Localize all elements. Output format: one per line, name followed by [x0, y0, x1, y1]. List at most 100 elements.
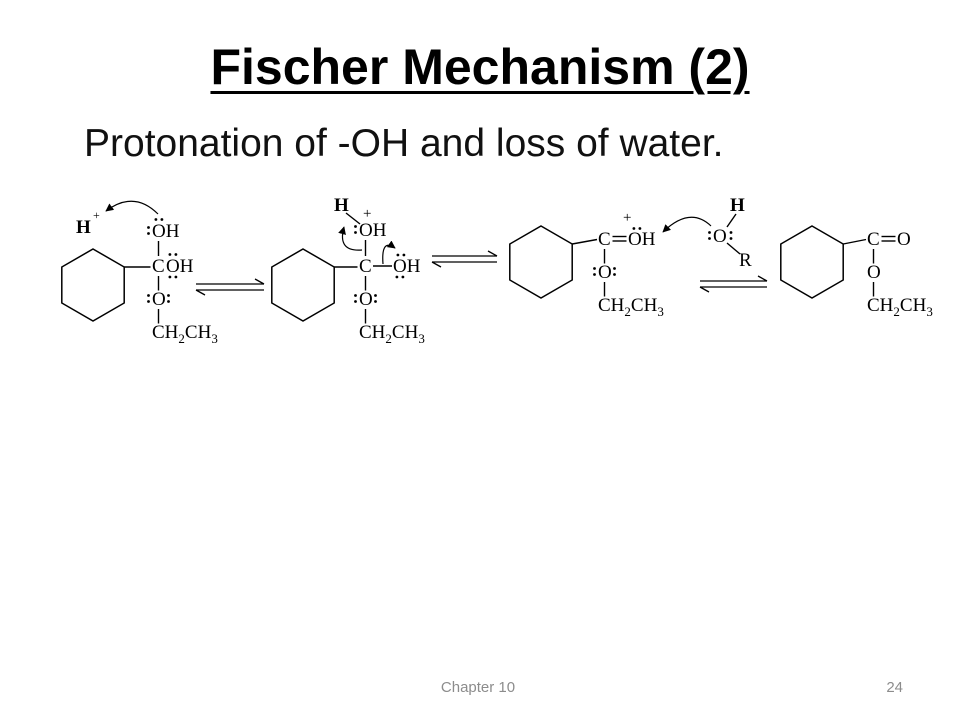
electron-dot — [154, 218, 158, 221]
formula-segment: CH — [359, 322, 386, 343]
formula-subscript: 2 — [624, 304, 631, 319]
electron-dot — [593, 273, 596, 276]
formula-subscript: 3 — [418, 331, 425, 346]
electron-dot — [401, 275, 405, 279]
carbonyl-carbon-label: C — [598, 229, 611, 250]
reaction-mechanism-diagram: H + OH C OH O CH2CH3 — [61, 195, 933, 346]
base-molecule: H O R — [662, 195, 752, 271]
electron-dot — [168, 275, 172, 279]
protonated-intermediate-structure: H + OH C OH O CH2CH3 — [271, 195, 425, 346]
electron-dot — [638, 227, 642, 230]
equilibrium-arrow — [699, 275, 768, 293]
ethyl-group-label: CH2CH3 — [867, 295, 933, 319]
formula-segment: CH — [598, 295, 625, 316]
electron-dot — [354, 225, 357, 228]
electron-dot — [593, 267, 596, 270]
electron-dot — [613, 273, 616, 276]
formula-subscript: 3 — [926, 304, 933, 319]
ether-oxygen-label: O — [867, 262, 881, 283]
forward-arrow-barb — [487, 250, 498, 257]
proton-label: H — [76, 217, 91, 238]
cyclohexane-ring — [61, 248, 125, 322]
formula-segment: CH — [867, 295, 894, 316]
electron-dot — [147, 232, 150, 235]
formula-subscript: 2 — [893, 304, 900, 319]
ethyl-group-label: CH2CH3 — [152, 322, 218, 346]
electron-dot — [613, 267, 616, 270]
electron-dot — [168, 253, 172, 256]
ether-oxygen-label: O — [598, 262, 612, 283]
ether-oxygen-label: O — [152, 289, 166, 310]
reverse-arrow-barb — [699, 286, 710, 293]
oxonium-charge: + — [623, 210, 631, 226]
electron-dot — [729, 231, 733, 234]
protonated-ester-structure: C + OH O CH2CH3 — [509, 210, 664, 319]
electron-dot — [729, 237, 733, 240]
lone-pair-dots — [708, 231, 733, 240]
electron-dot — [354, 294, 357, 297]
formula-subscript: 2 — [178, 331, 185, 346]
ethyl-group-label: CH2CH3 — [359, 322, 425, 346]
ether-oxygen-label: O — [359, 289, 373, 310]
carbonyl-oxygen-label: O — [897, 229, 911, 250]
electron-dot — [402, 253, 406, 257]
top-hydroxyl-label: OH — [152, 221, 180, 242]
formula-segment: CH — [392, 322, 419, 343]
forward-arrow-barb — [254, 278, 265, 285]
top-hydroxyl-label: OH — [359, 220, 387, 241]
formula-subscript: 2 — [385, 331, 392, 346]
central-carbon-label: C — [152, 256, 165, 277]
cyclohexane-ring — [509, 225, 573, 299]
electron-dot — [374, 300, 377, 303]
reactant-structure: H + OH C OH O CH2CH3 — [61, 200, 218, 346]
formula-segment: CH — [185, 322, 212, 343]
electron-dot — [167, 294, 170, 297]
added-hydrogen-label: H — [334, 195, 349, 216]
electron-dot — [632, 227, 636, 230]
ring-carbon-bond — [843, 238, 867, 245]
electron-dot — [354, 231, 357, 234]
lone-pair-dots — [593, 227, 642, 276]
curved-arrow-deprotonation — [662, 216, 712, 233]
formula-subscript: 3 — [211, 331, 218, 346]
carbonyl-carbon-label: C — [867, 229, 880, 250]
curved-arrow-bond-cleavage — [338, 226, 363, 251]
footer-chapter: Chapter 10 — [440, 679, 516, 696]
equilibrium-arrow — [431, 250, 498, 268]
ester-product-structure: C O O CH2CH3 — [780, 225, 933, 319]
electron-dot — [708, 237, 711, 240]
cyclohexane-ring — [780, 225, 844, 299]
electron-dot — [147, 300, 150, 303]
formula-subscript: 3 — [657, 304, 664, 319]
equilibrium-arrow — [195, 278, 265, 296]
curved-arrow-protonation — [105, 200, 159, 215]
ring-carbon-bond — [572, 238, 598, 245]
reverse-arrow-barb — [195, 289, 206, 296]
ethyl-group-label: CH2CH3 — [598, 295, 664, 319]
formula-segment: CH — [152, 322, 179, 343]
electron-dot — [147, 294, 150, 297]
lone-pair-dots — [147, 218, 178, 303]
base-hydrogen-label: H — [730, 195, 745, 216]
electron-dot — [395, 275, 399, 279]
formula-segment: CH — [631, 295, 658, 316]
oxonium-hydroxyl-label: OH — [628, 229, 656, 250]
hydrogen-oxygen-bond — [345, 212, 361, 225]
oxygen-hydrogen-bond — [726, 213, 737, 228]
electron-dot — [374, 294, 377, 297]
base-oxygen-label: O — [713, 226, 727, 247]
electron-dot — [160, 218, 164, 221]
oxygen-r-bond — [726, 242, 741, 255]
side-hydroxyl-label: OH — [393, 256, 421, 277]
electron-dot — [354, 300, 357, 303]
curved-arrow-electron-push — [382, 240, 396, 265]
side-hydroxyl-label: OH — [166, 256, 194, 277]
proton-charge: + — [93, 208, 100, 222]
formula-segment: CH — [900, 295, 927, 316]
electron-dot — [147, 226, 150, 229]
slide-subtitle: Protonation of -OH and loss of water. — [84, 122, 724, 165]
cyclohexane-ring — [271, 248, 335, 322]
slide-title: Fischer Mechanism (2) — [210, 39, 750, 95]
electron-dot — [174, 275, 178, 279]
central-carbon-label: C — [359, 256, 372, 277]
